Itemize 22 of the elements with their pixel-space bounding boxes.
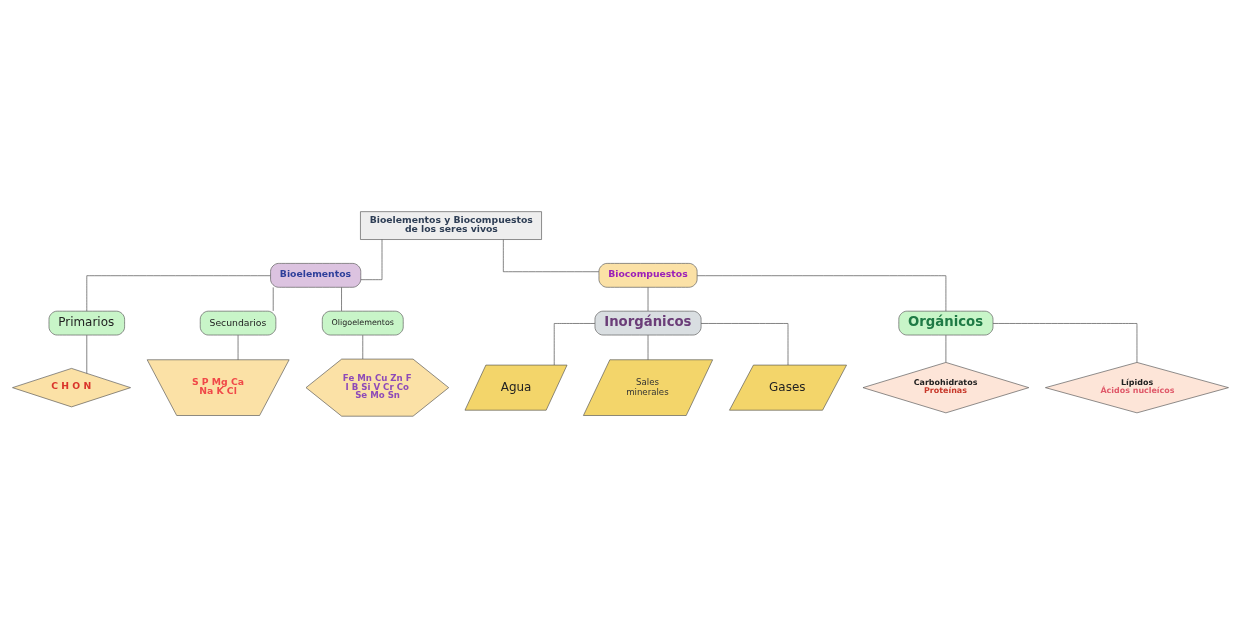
connector	[696, 274, 947, 311]
connector	[992, 322, 1138, 363]
node-box: Bioelementos	[270, 262, 362, 288]
connector	[647, 286, 649, 311]
node-diamond: C H O N	[12, 367, 131, 407]
node-box: Secundarios	[199, 310, 277, 335]
node-box: Primarios	[48, 310, 125, 335]
connector	[341, 286, 342, 311]
connector	[647, 334, 649, 360]
connector	[86, 334, 88, 374]
connector	[945, 334, 947, 362]
connector	[237, 334, 239, 360]
connector	[700, 322, 789, 365]
connector	[360, 238, 383, 280]
connector	[86, 274, 271, 311]
node-box: Bioelementos y Biocompuestos de los seres vivos	[360, 210, 542, 240]
connector	[553, 322, 596, 365]
node-box: Orgánicos	[898, 310, 994, 335]
connector	[503, 238, 600, 272]
node-box: Biocompuestos	[598, 262, 698, 288]
connector	[362, 334, 364, 359]
node-box: Inorgánicos	[594, 310, 702, 335]
